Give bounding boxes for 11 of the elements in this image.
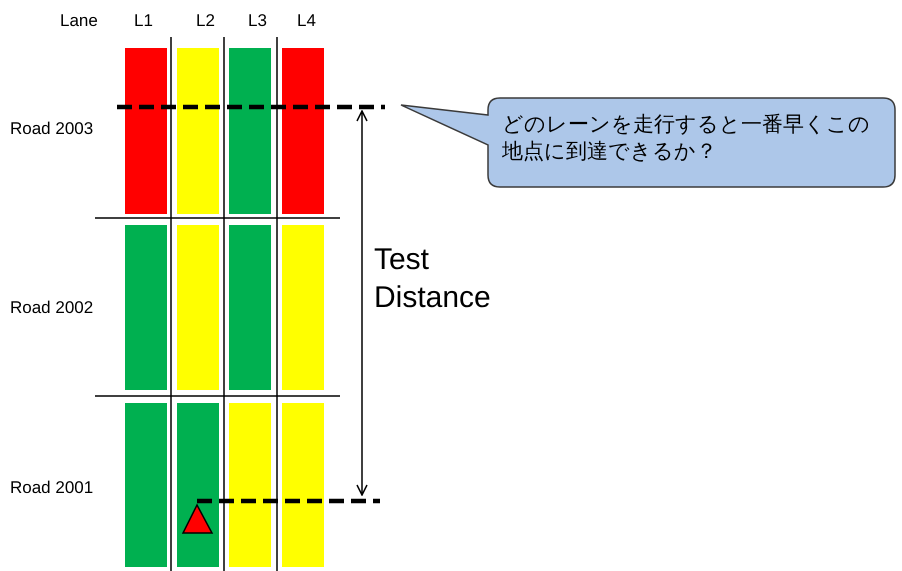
lane-header: Lane: [60, 11, 98, 32]
speech-bubble: [400, 97, 897, 189]
question-text: どのレーンを走行すると一番早くこの地点に到達できるか？: [502, 111, 871, 166]
road-label: Road 2002: [10, 298, 94, 318]
lane-label: L2: [196, 11, 215, 32]
road-label: Road 2001: [10, 478, 94, 498]
lane-label: L1: [134, 11, 153, 32]
lane-label: L4: [297, 11, 316, 32]
dimension-label: Test Distance: [374, 242, 492, 316]
lane-label: L3: [248, 11, 267, 32]
road-label: Road 2003: [10, 119, 94, 140]
